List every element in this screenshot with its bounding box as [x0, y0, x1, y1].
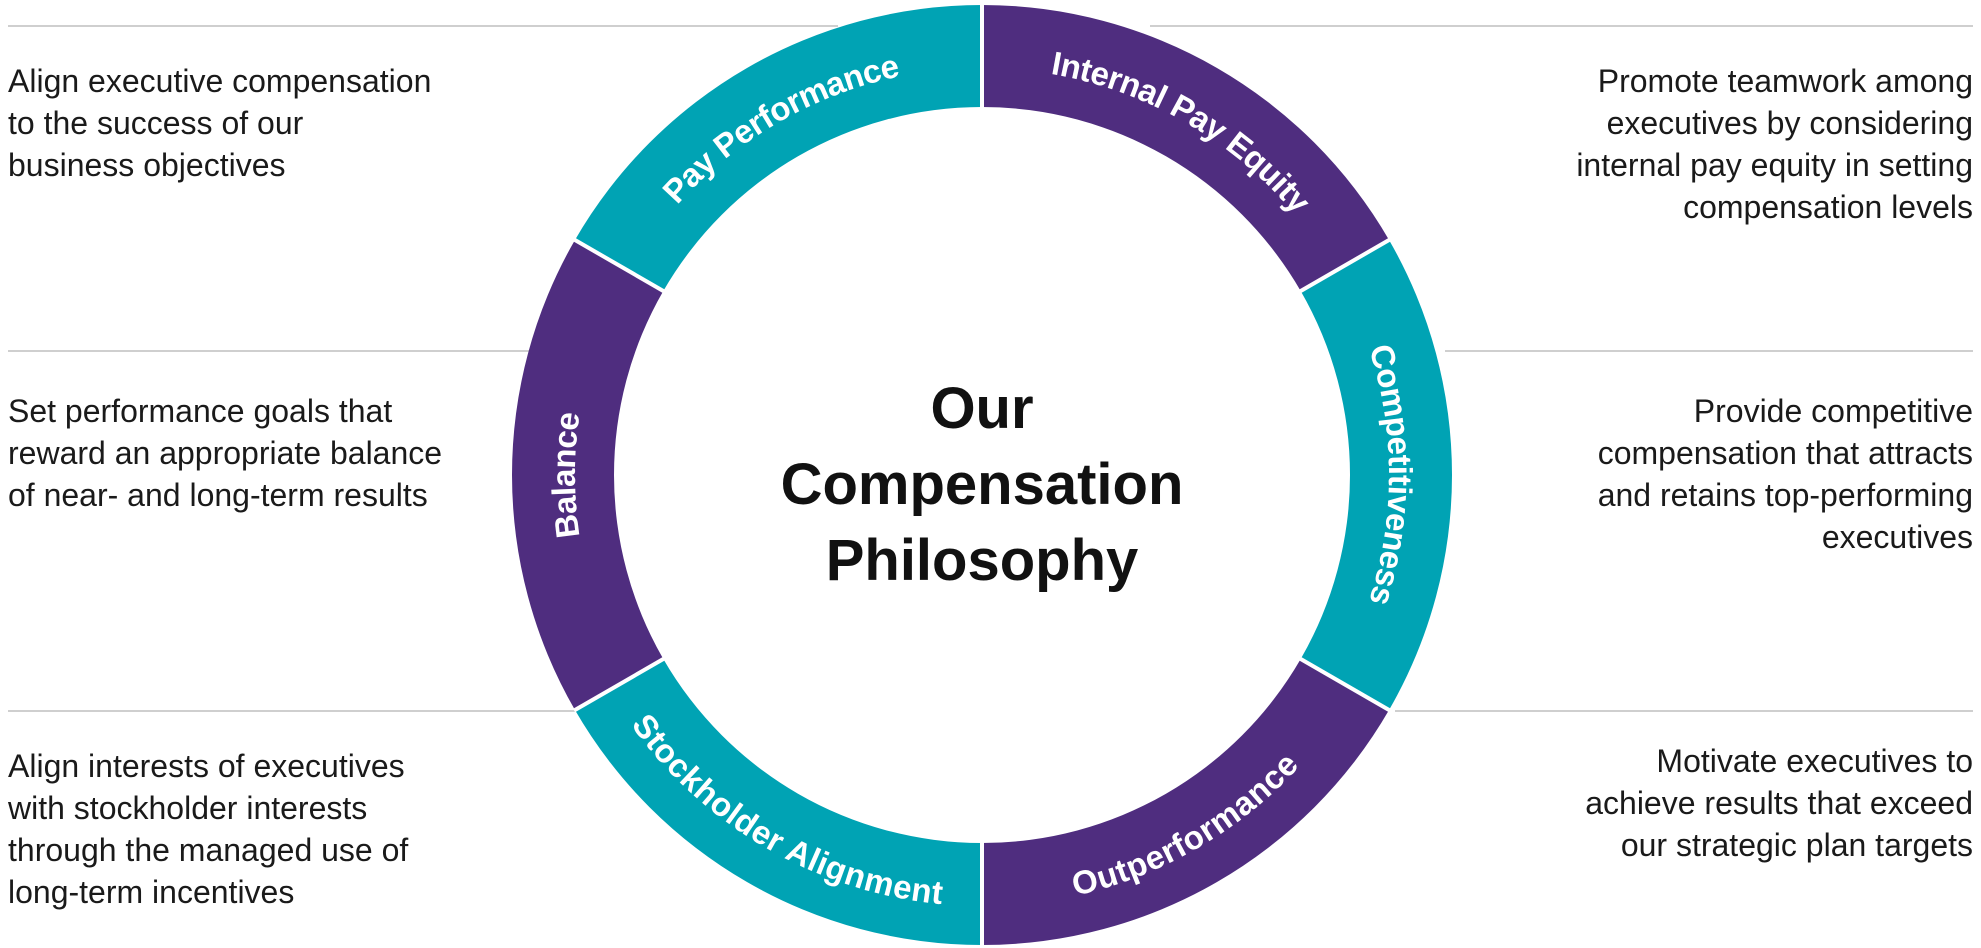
segment-pay-performance: [574, 5, 982, 291]
center-title-line-1: Our: [930, 376, 1033, 441]
divider-bottom-right: [1395, 710, 1973, 712]
desc-balance: Set performance goals that reward an app…: [8, 393, 443, 513]
segment-label-balance: Balance: [544, 410, 586, 541]
divider-middle-right: [1445, 350, 1973, 352]
divider-bottom-left: [8, 710, 583, 712]
desc-internal-pay-equity: Promote teamwork among executives by con…: [1576, 63, 1973, 225]
segment-separator-5: [573, 656, 666, 713]
segment-balance: [512, 240, 664, 710]
desc-competitiveness: Provide competitive compensation that at…: [1597, 393, 1973, 555]
segment-competitiveness: [1300, 240, 1452, 710]
segment-separator-2: [1298, 237, 1391, 294]
center-title: Our Compensation Philosophy: [781, 376, 1184, 593]
segment-separator-3: [1298, 656, 1391, 713]
wheel-segments: [512, 5, 1452, 945]
center-title-line-3: Philosophy: [826, 528, 1139, 593]
segment-separator-6: [573, 237, 666, 294]
segment-outperformance: [982, 659, 1390, 945]
wheel-dividers: [573, 4, 1391, 946]
divider-middle-left: [8, 350, 533, 352]
divider-top-right: [1150, 25, 1973, 27]
desc-stockholder-alignment: Align interests of executives with stock…: [8, 748, 409, 910]
segment-stockholder-alignment: [574, 659, 982, 945]
center-title-line-2: Compensation: [781, 452, 1184, 517]
desc-outperformance: Motivate executives to achieve results t…: [1585, 743, 1973, 863]
desc-pay-performance: Align executive compensation to the succ…: [8, 63, 432, 183]
divider-top-left: [8, 25, 838, 27]
segment-internal-pay-equity: [982, 5, 1390, 291]
